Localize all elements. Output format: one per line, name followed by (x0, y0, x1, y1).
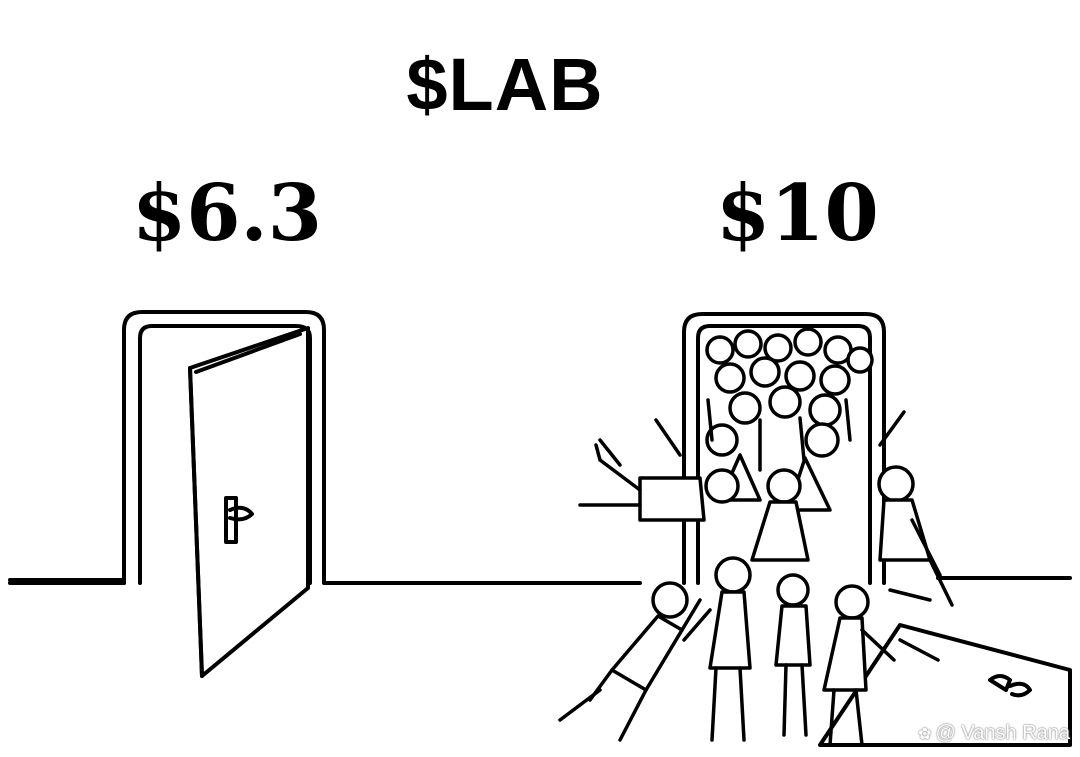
open-door-panel (188, 326, 310, 678)
watermark-text: @ Vansh Rana (935, 722, 1070, 744)
camera-icon: ✿ (918, 725, 932, 743)
fallen-door-panel (818, 623, 1072, 747)
left-price-label: $6.3 (132, 168, 322, 259)
door-handle-icon (224, 496, 238, 544)
empty-door-frame (122, 310, 326, 585)
crowded-door-frame (682, 312, 886, 585)
right-price-label: $10 (716, 168, 879, 259)
stick-figure-crowd (558, 327, 954, 747)
page-title: $LAB (406, 43, 604, 126)
floor-line-left (8, 578, 126, 585)
watermark: ✿ @ Vansh Rana (918, 722, 1070, 745)
